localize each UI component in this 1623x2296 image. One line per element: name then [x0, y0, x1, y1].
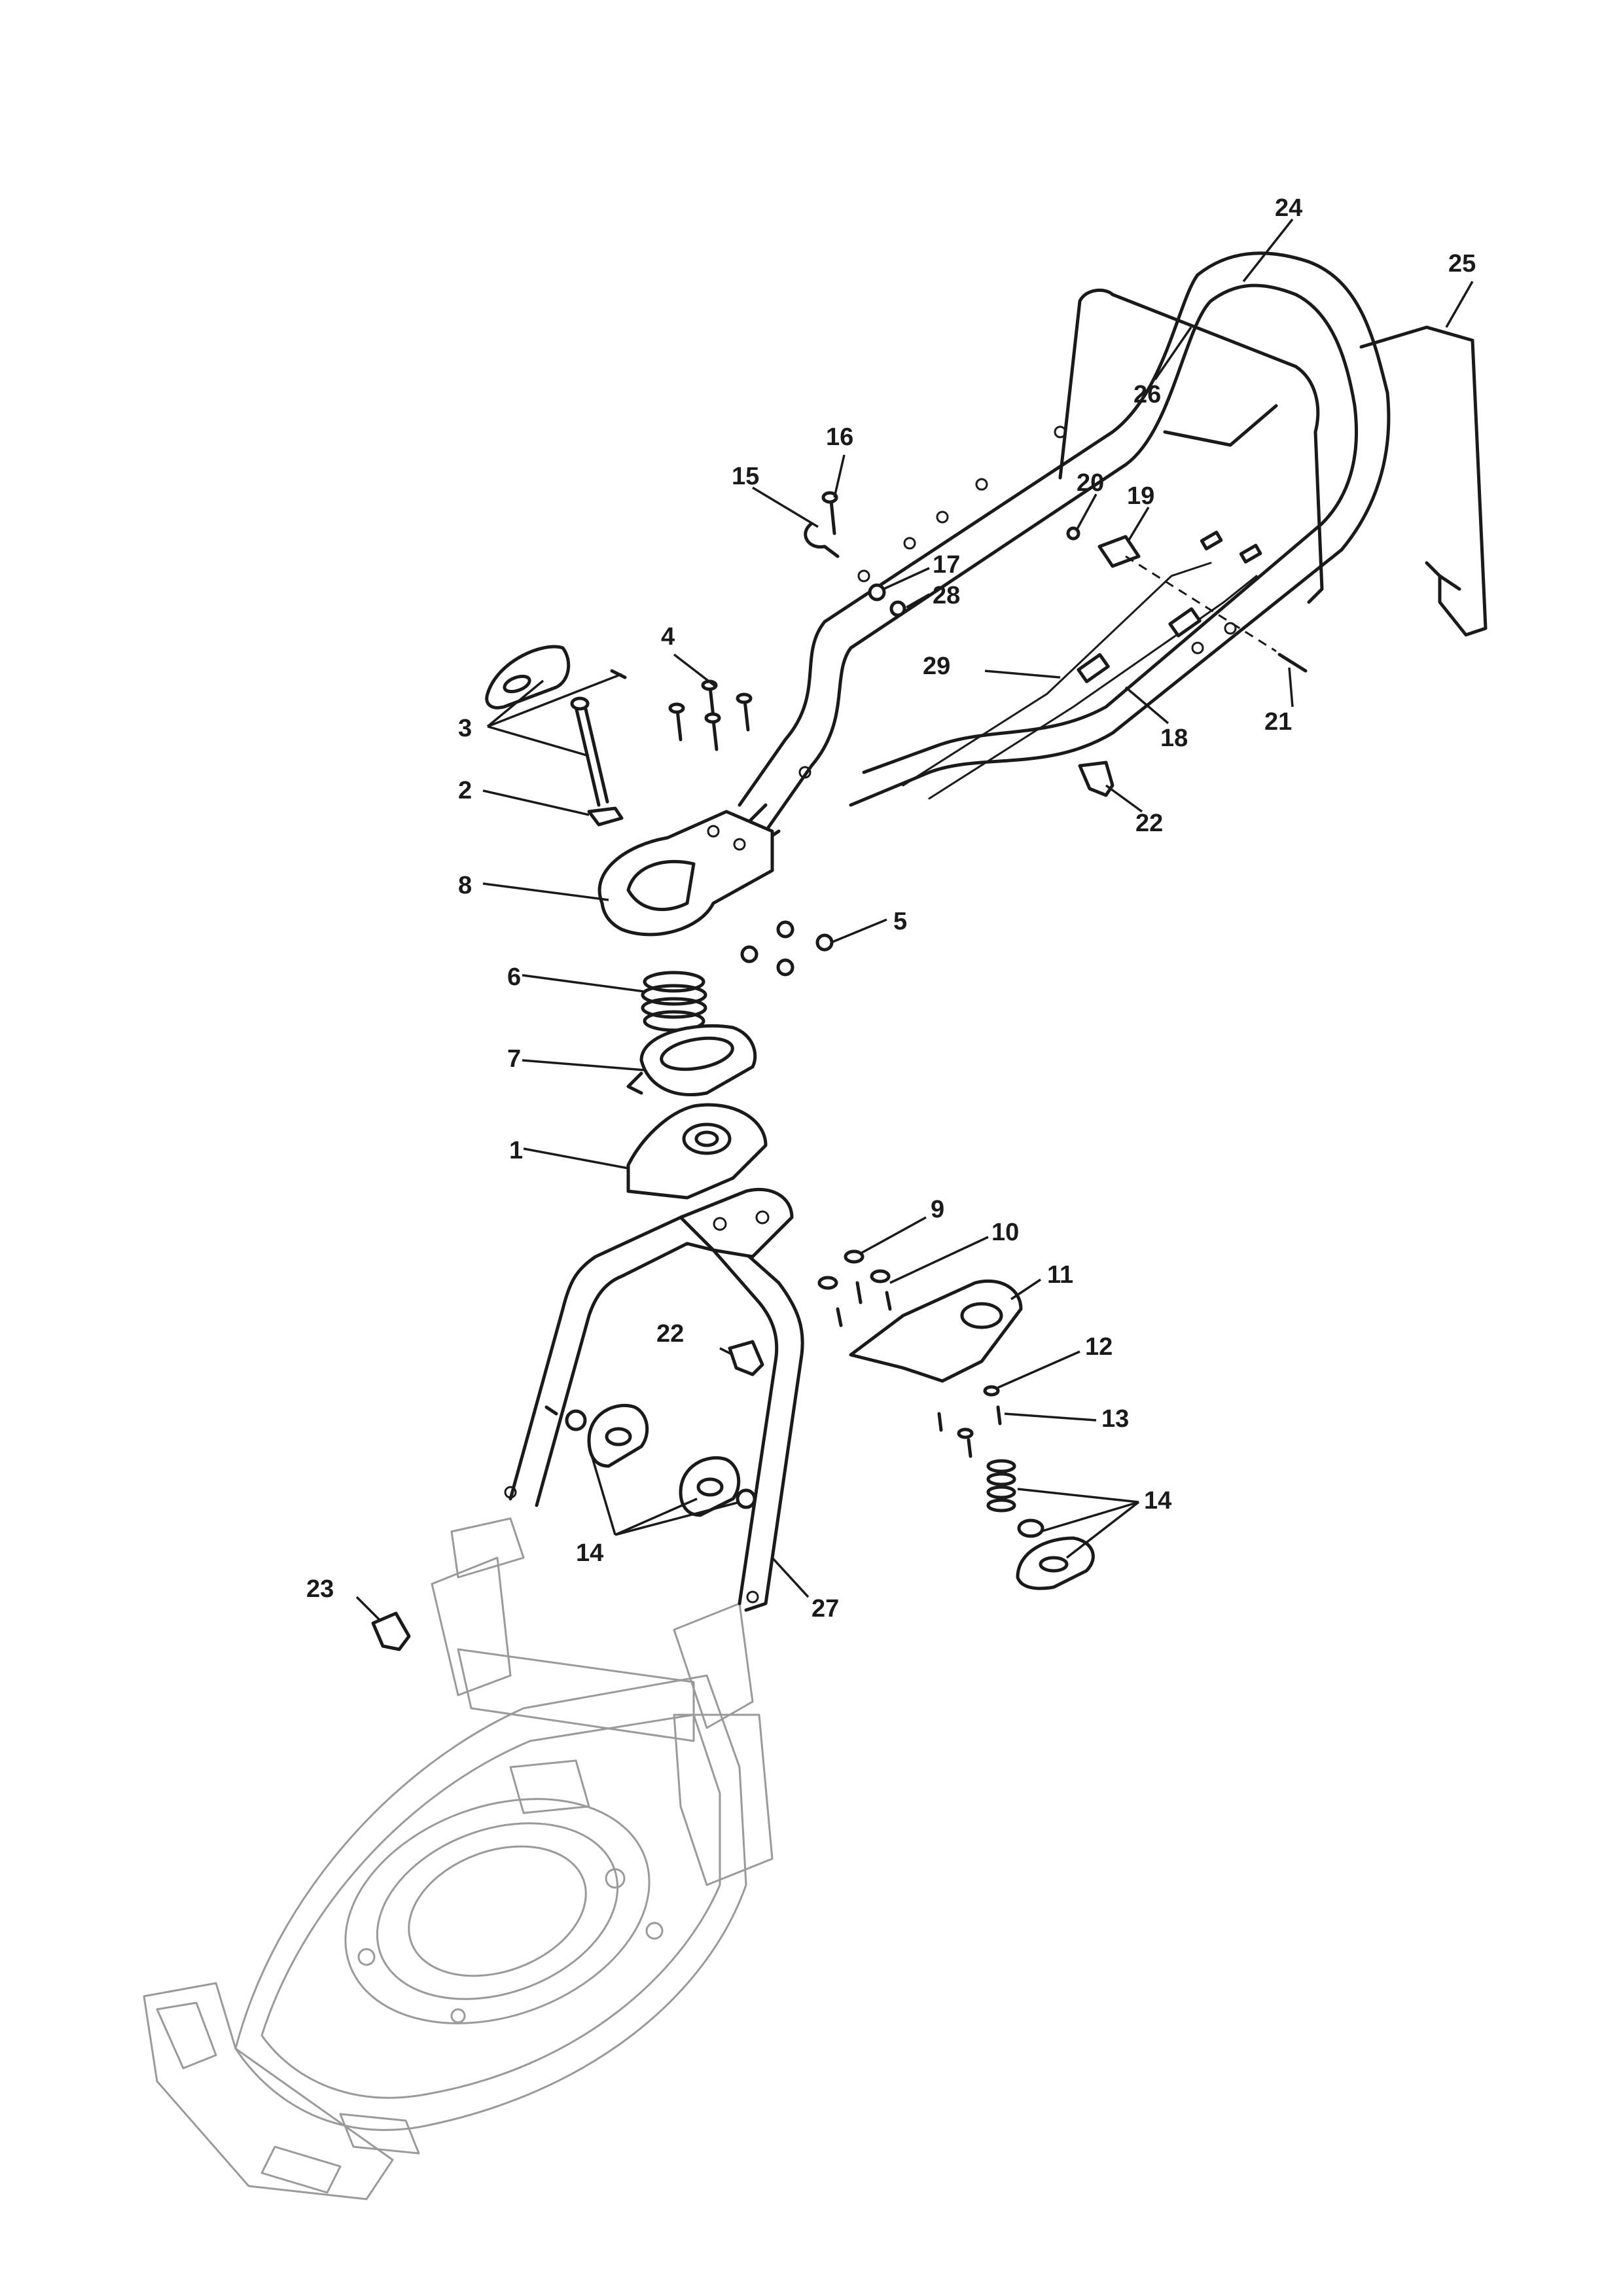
nuts-5 — [740, 920, 834, 977]
lower-housing-1 — [626, 1103, 768, 1200]
label-11: 11 — [1047, 1261, 1073, 1289]
knob-group-14-left — [544, 1403, 757, 1517]
clip-22-lower — [728, 1340, 764, 1376]
cables — [902, 530, 1262, 800]
bolt-21 — [1277, 653, 1308, 673]
clip-15 — [804, 522, 840, 558]
control-bail-26 — [1058, 288, 1324, 604]
cover-11 — [849, 1279, 1023, 1383]
fasteners-12-13 — [937, 1385, 1002, 1458]
label-28: 28 — [933, 582, 960, 609]
lock-lever-3 — [485, 645, 627, 807]
label-14-left: 14 — [576, 1539, 603, 1567]
label-24: 24 — [1275, 194, 1302, 222]
label-13: 13 — [1101, 1405, 1129, 1433]
clip-23 — [371, 1611, 411, 1651]
label-15: 15 — [732, 463, 759, 490]
plate-2 — [587, 806, 624, 827]
screws-4 — [668, 679, 753, 751]
label-17: 17 — [933, 551, 960, 579]
drive-bail-25 — [1359, 325, 1488, 637]
label-29: 29 — [923, 653, 950, 680]
label-10: 10 — [991, 1219, 1019, 1246]
nut-20 — [1066, 526, 1080, 541]
label-5: 5 — [893, 908, 907, 935]
screw-16 — [829, 499, 836, 535]
label-27: 27 — [812, 1595, 839, 1623]
label-25: 25 — [1448, 250, 1476, 278]
label-2: 2 — [458, 777, 472, 804]
mower-deck — [143, 1517, 774, 2200]
label-26: 26 — [1133, 381, 1161, 408]
spring-6 — [641, 971, 707, 1032]
label-1: 1 — [509, 1137, 523, 1164]
label-14-right: 14 — [1144, 1487, 1171, 1515]
leader-lines — [355, 218, 1474, 1621]
callout-labels: 1 2 3 4 5 6 7 8 9 10 11 12 13 14 14 15 1… — [306, 194, 1476, 1623]
fasteners-9-10 — [817, 1249, 892, 1327]
washer-17 — [868, 583, 886, 601]
label-22-upper: 22 — [1135, 810, 1163, 837]
label-22-lower: 22 — [656, 1320, 684, 1348]
hinge-housing-8 — [597, 810, 774, 937]
label-23: 23 — [306, 1575, 334, 1603]
knob-group-14-right — [986, 1459, 1095, 1590]
label-3: 3 — [458, 715, 472, 742]
label-4: 4 — [661, 623, 675, 651]
lower-handle-27 — [504, 1187, 804, 1612]
label-18: 18 — [1160, 725, 1188, 752]
label-6: 6 — [507, 963, 521, 991]
label-12: 12 — [1085, 1333, 1113, 1361]
upper-handle — [738, 251, 1391, 846]
small-parts-top — [804, 491, 1308, 797]
ratchet-ring-7 — [626, 1024, 757, 1097]
label-7: 7 — [507, 1045, 521, 1073]
label-16: 16 — [826, 423, 853, 451]
label-8: 8 — [458, 872, 472, 899]
label-9: 9 — [931, 1196, 944, 1223]
label-20: 20 — [1077, 469, 1104, 497]
clip-22-upper — [1078, 761, 1115, 797]
label-19: 19 — [1127, 482, 1154, 510]
nut-28 — [889, 600, 906, 617]
label-21: 21 — [1264, 708, 1292, 736]
